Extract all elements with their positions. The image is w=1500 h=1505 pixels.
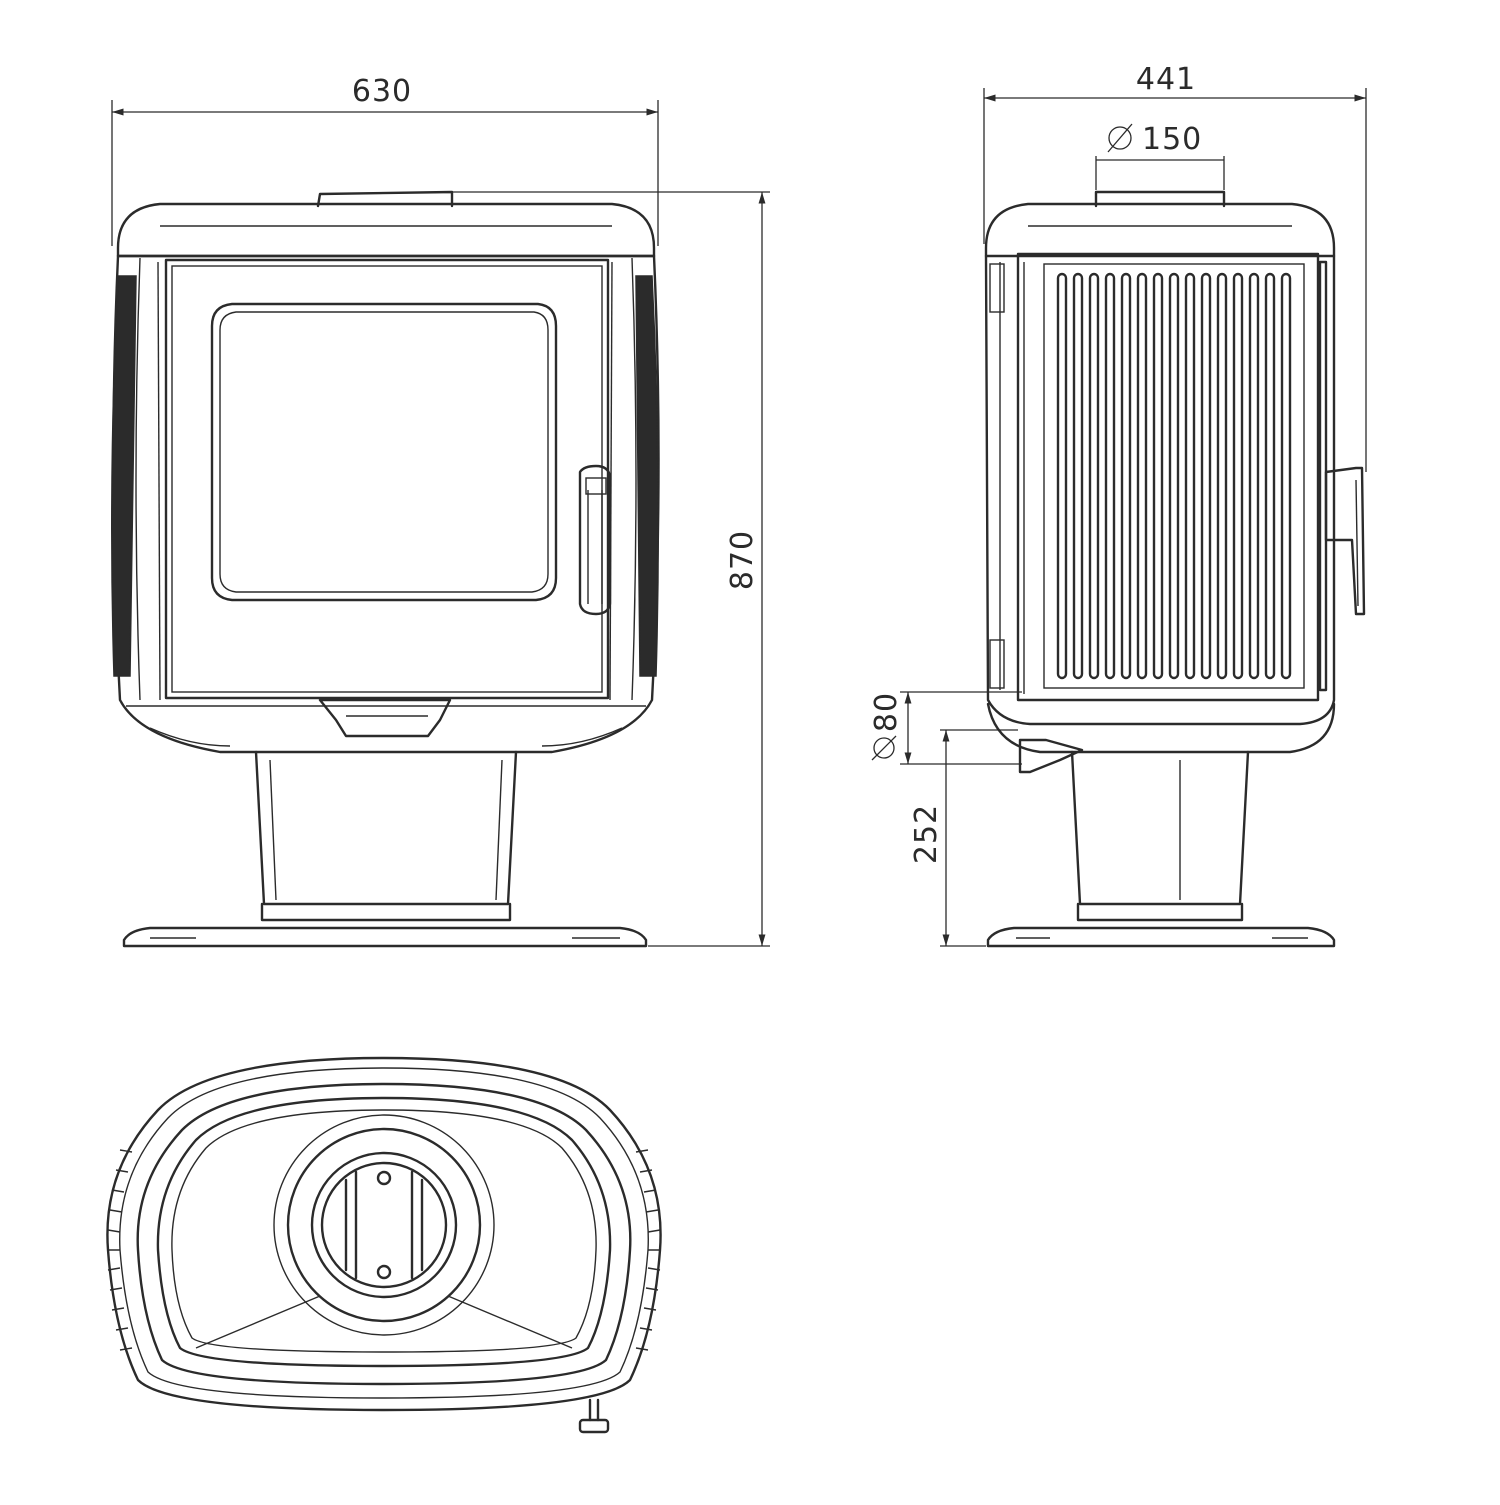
front-width-label: 630 xyxy=(352,74,412,109)
side-base-plate xyxy=(986,926,1336,948)
dimension-flue-diameter: 150 xyxy=(1095,122,1225,190)
diameter-icon xyxy=(871,735,897,761)
dimension-total-height: 870 xyxy=(452,191,770,947)
front-door xyxy=(164,258,610,700)
dimension-front-width: 630 xyxy=(111,74,659,246)
top-outline xyxy=(106,1056,662,1412)
ash-lip xyxy=(318,698,452,738)
dimension-air-inlet-height: 252 xyxy=(909,729,1018,947)
air-inlet-spigot xyxy=(1018,738,1084,774)
front-base-plate xyxy=(122,926,648,948)
total-height-label: 870 xyxy=(725,530,760,590)
right-side-grille xyxy=(635,275,659,677)
side-handle xyxy=(1324,466,1366,616)
flue-opening xyxy=(320,1161,448,1289)
side-pedestal xyxy=(1070,750,1250,906)
left-side-grille xyxy=(111,275,137,677)
door-handle xyxy=(578,464,612,616)
flue-collar xyxy=(1094,190,1226,208)
dimension-side-depth: 441 xyxy=(983,62,1367,472)
air-inlet-height-label: 252 xyxy=(909,804,944,864)
flue-damper xyxy=(344,1170,424,1280)
flue-diameter-label: 150 xyxy=(1142,122,1202,157)
flue-outer-ring xyxy=(286,1127,482,1323)
top-rib-marks xyxy=(107,1149,661,1351)
diameter-icon xyxy=(1107,123,1133,153)
side-view xyxy=(984,190,1366,948)
side-panel xyxy=(1016,252,1320,702)
leveling-foot xyxy=(578,1418,610,1434)
front-view xyxy=(111,190,660,948)
side-vent-slots xyxy=(1056,272,1292,680)
door-glass xyxy=(210,302,558,602)
dimension-air-inlet-diameter: 80 xyxy=(869,691,1022,765)
front-pedestal xyxy=(254,750,518,906)
top-view xyxy=(106,1056,662,1434)
side-depth-label: 441 xyxy=(1136,62,1196,97)
air-inlet-diameter-label: 80 xyxy=(869,692,904,732)
